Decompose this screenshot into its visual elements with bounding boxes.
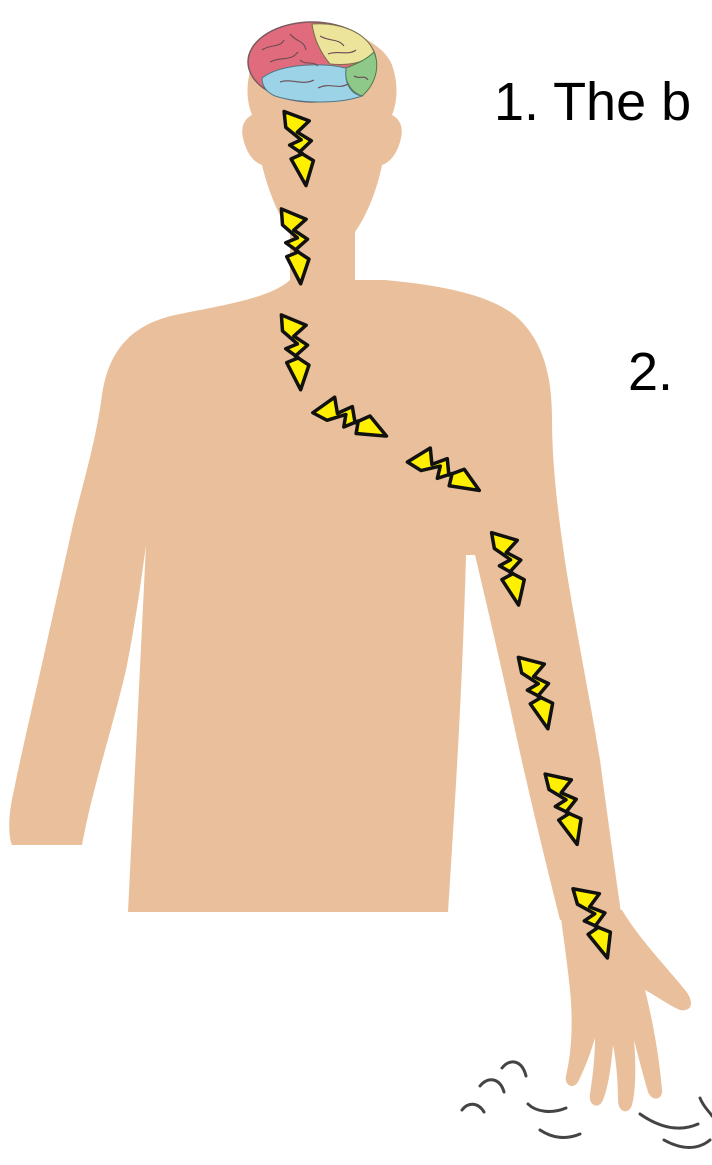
right-hand: [560, 910, 691, 1111]
hand-motion-lines-icon: [462, 1062, 712, 1148]
head-and-torso: [9, 25, 466, 912]
human-body-silhouette: [9, 25, 691, 1111]
step-1-label: 1. The b: [494, 72, 691, 132]
brain-icon: [248, 22, 377, 102]
step-2-label: 2.: [628, 342, 673, 402]
